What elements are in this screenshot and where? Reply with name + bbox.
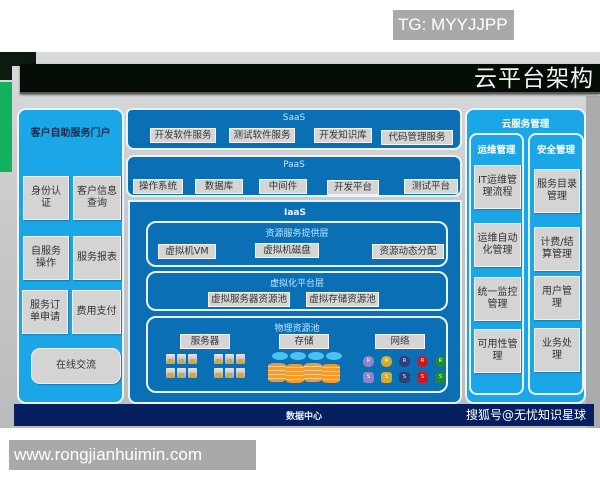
physical-resource-label: 物理资源池 <box>274 324 320 334</box>
ops-item-availability: 可用性管理 <box>474 329 521 373</box>
switch-icon: S <box>399 372 410 383</box>
iaas-label: IaaS <box>284 208 306 218</box>
virtualization-label: 虚拟化平台层 <box>269 279 324 289</box>
security-management-column: 安全管理 服务目录管理 计费/结算管理 用户管理 业务处理 <box>528 133 584 395</box>
switch-icon: S <box>417 372 428 383</box>
iaas-layer: IaaS 资源服务提供层 虚拟机VM 虚拟机磁盘 资源动态分配 虚拟化平台层 虚… <box>128 200 462 404</box>
virtual-storage-pool: 虚拟存储资源池 <box>306 292 379 307</box>
saas-item-test-software: 测试软件服务 <box>229 128 295 143</box>
security-item-service-catalog: 服务目录管理 <box>534 169 580 213</box>
corner-decoration <box>0 66 12 80</box>
datacenter-label: 数据中心 <box>285 412 322 422</box>
physical-resource-layer: 物理资源池 服务器 存储 网络 <box>146 316 448 393</box>
switch-icon: S <box>363 372 374 383</box>
portal-item-self-service: 自服务操作 <box>23 236 69 280</box>
watermark-sohu: 搜狐号@无忧知识星球 <box>465 408 586 422</box>
portal-item-identity-auth: 身份认证 <box>23 176 69 220</box>
ops-management-title: 运维管理 <box>477 145 516 156</box>
cloud-management-panel: 云服务管理 运维管理 IT运维管理流程 运维自动化管理 统一监控管理 可用性管理… <box>465 108 586 404</box>
resource-item-dynamic-alloc: 资源动态分配 <box>372 244 444 259</box>
resource-service-label: 资源服务提供层 <box>265 229 329 239</box>
resource-item-vm: 虚拟机VM <box>158 244 216 259</box>
security-management-title: 安全管理 <box>536 145 575 156</box>
storage-icons <box>268 352 348 386</box>
paas-item-os: 操作系统 <box>133 179 183 194</box>
ops-management-column: 运维管理 IT运维管理流程 运维自动化管理 统一监控管理 可用性管理 <box>469 133 524 395</box>
resource-item-vm-disk: 虚拟机磁盘 <box>255 243 319 258</box>
title-bar: 云平台架构 <box>20 64 600 94</box>
ops-item-monitoring: 统一监控管理 <box>474 277 521 321</box>
switch-icon: S <box>381 372 392 383</box>
corner-decoration <box>0 52 36 66</box>
physical-group-servers: 服务器 <box>180 334 230 349</box>
security-item-billing: 计费/结算管理 <box>534 227 580 271</box>
router-icon: R <box>417 356 428 367</box>
physical-group-storage: 存储 <box>279 334 329 349</box>
router-icon: R <box>381 356 392 367</box>
paas-layer: PaaS 操作系统 数据库 中间件 开发平台 测试平台 <box>126 155 462 197</box>
page-title: 云平台架构 <box>474 66 594 92</box>
virtualization-layer: 虚拟化平台层 虚拟服务器资源池 虚拟存储资源池 <box>146 271 448 311</box>
paas-item-middleware: 中间件 <box>259 179 307 194</box>
security-item-business: 业务处理 <box>534 328 580 372</box>
right-rail <box>586 96 600 428</box>
customer-portal-title: 客户自助服务门户 <box>30 128 111 139</box>
watermark-bottom: www.rongjianhuimin.com <box>9 440 256 470</box>
ops-item-automation: 运维自动化管理 <box>474 223 521 267</box>
datacenter-bar: 数据中心 搜狐号@无忧知识星球 <box>14 404 594 426</box>
portal-item-service-order: 服务订单申请 <box>22 290 68 334</box>
architecture-slide: 云平台架构 客户自助服务门户 身份认证 客户信息查询 自服务操作 服务报表 服务… <box>0 52 600 428</box>
saas-label: SaaS <box>282 113 306 123</box>
network-icons: R R R R R S S S S S <box>363 356 446 386</box>
paas-item-database: 数据库 <box>195 179 243 194</box>
router-icon: R <box>399 356 410 367</box>
portal-item-online-chat: 在线交流 <box>31 348 121 384</box>
portal-item-payment: 费用支付 <box>72 290 121 334</box>
customer-portal-panel: 客户自助服务门户 身份认证 客户信息查询 自服务操作 服务报表 服务订单申请 费… <box>17 108 124 404</box>
saas-item-knowledge-base: 开发知识库 <box>314 128 372 143</box>
router-icon: R <box>435 356 446 367</box>
paas-label: PaaS <box>283 160 305 170</box>
server-icons <box>166 354 286 384</box>
saas-item-code-management: 代码管理服务 <box>381 130 453 145</box>
portal-item-customer-info: 客户信息查询 <box>73 176 121 220</box>
saas-item-dev-software: 开发软件服务 <box>150 128 216 143</box>
paas-item-dev-platform: 开发平台 <box>327 180 379 195</box>
virtual-server-pool: 虚拟服务器资源池 <box>208 292 290 307</box>
resource-service-layer: 资源服务提供层 虚拟机VM 虚拟机磁盘 资源动态分配 <box>146 221 448 267</box>
portal-item-service-report: 服务报表 <box>73 236 121 280</box>
switch-icon: S <box>435 372 446 383</box>
security-item-user-management: 用户管理 <box>534 276 580 320</box>
paas-item-test-platform: 测试平台 <box>404 179 458 194</box>
green-accent-strip <box>0 82 12 172</box>
physical-group-network: 网络 <box>375 334 425 349</box>
ops-item-it-process: IT运维管理流程 <box>474 165 521 209</box>
router-icon: R <box>363 356 374 367</box>
watermark-top: TG: MYYJJPP <box>393 10 514 40</box>
cloud-management-title: 云服务管理 <box>501 119 550 130</box>
saas-layer: SaaS 开发软件服务 测试软件服务 开发知识库 代码管理服务 <box>126 108 462 150</box>
